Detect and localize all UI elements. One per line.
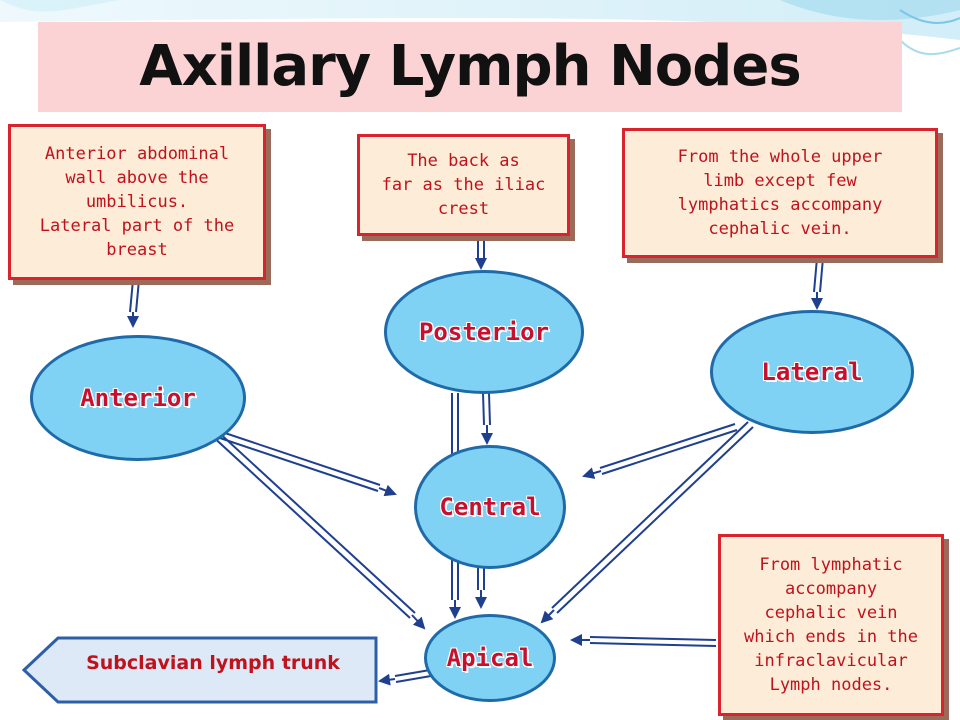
node-label-apical: Apical (446, 644, 534, 672)
arrow-anterior-to-central (207, 427, 397, 497)
node-apical: Apical (424, 614, 556, 702)
node-lateral: Lateral (710, 310, 914, 434)
source-box-anterior: Anterior abdominal wall above the umbili… (8, 124, 266, 280)
source-text-posterior: The back as far as the iliac crest (381, 151, 546, 219)
node-label-anterior: Anterior (80, 384, 196, 412)
arrow-box-to-apical (570, 634, 717, 647)
node-label-lateral: Lateral (761, 358, 863, 386)
title-banner: Axillary Lymph Nodes (38, 22, 902, 112)
subclavian-trunk-label: Subclavian lymph trunk (86, 652, 340, 674)
arrow-lateral-to-central (582, 423, 738, 479)
arrow-posterior-to-central (481, 392, 493, 445)
node-label-central: Central (439, 493, 541, 521)
arrow-apical-to-trunk (378, 669, 432, 686)
node-posterior: Posterior (384, 270, 584, 394)
arrow-box-to-lateral (811, 257, 824, 310)
arrow-anterior-to-apical (209, 428, 426, 630)
source-box-apical: From lymphatic accompany cephalic vein w… (718, 534, 944, 716)
arrow-box-to-anterior (127, 279, 140, 328)
source-text-apical: From lymphatic accompany cephalic vein w… (744, 555, 918, 695)
node-label-posterior: Posterior (418, 318, 550, 346)
source-box-lateral: From the whole upper limb except few lym… (622, 128, 938, 258)
source-text-lateral: From the whole upper limb except few lym… (677, 147, 883, 239)
node-anterior: Anterior (30, 335, 246, 461)
page-title: Axillary Lymph Nodes (139, 34, 801, 99)
source-text-anterior: Anterior abdominal wall above the umbili… (39, 144, 235, 260)
arrow-box-to-posterior (475, 236, 487, 270)
source-box-posterior: The back as far as the iliac crest (357, 134, 570, 236)
node-central: Central (414, 445, 566, 569)
